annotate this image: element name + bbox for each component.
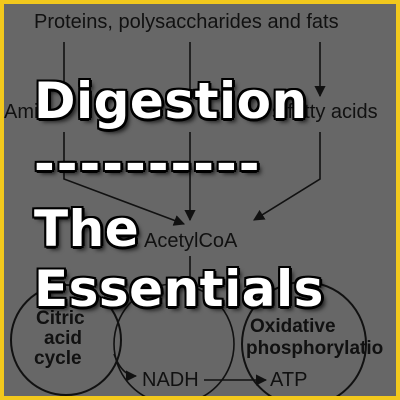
title-line-essentials: Essentials (34, 260, 324, 318)
oxidative-label-line1: Oxidative (250, 316, 336, 337)
diagram-right-label: s fatty acids (272, 101, 378, 123)
cycle-label-line2: acid (44, 328, 82, 349)
oxidative-label-line2: phosphorylatio (246, 338, 383, 359)
citric-acid-cycle-circle (10, 284, 122, 396)
oxidative-circle (241, 281, 367, 396)
atp-label: ATP (270, 369, 307, 391)
arrow-cycle-to-nadh (113, 353, 138, 382)
title-line-digestion: Digestion (34, 72, 308, 130)
diagram-top-label: Proteins, polysaccharides and fats (34, 11, 339, 33)
cycle-label-line3: cycle (34, 348, 82, 369)
diagram-left-label: Ami (4, 101, 38, 123)
nadh-label: NADH (142, 369, 199, 391)
metabolism-diagram: Proteins, polysaccharides and fats Ami s… (4, 11, 383, 396)
title-divider: ---------- (34, 135, 262, 193)
arrow-right-to-acetylcoa (253, 132, 321, 221)
diagram-center-label: AcetylCoA (144, 230, 238, 252)
title-line-the: The (34, 200, 140, 258)
arrow-left-to-acetylcoa (63, 132, 186, 226)
cycle-link-circle (113, 283, 235, 396)
cycle-label-line1: Citric (36, 308, 85, 329)
title-overlay: Digestion ---------- The Essentials (4, 4, 396, 396)
